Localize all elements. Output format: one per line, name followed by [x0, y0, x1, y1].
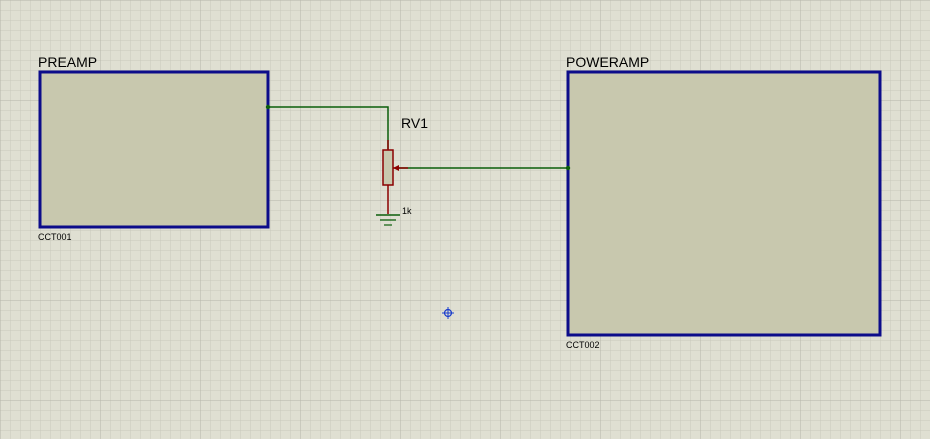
- preamp-block[interactable]: PREAMP CCT001: [38, 54, 270, 242]
- preamp-body[interactable]: [38, 70, 270, 229]
- poweramp-ref: CCT002: [566, 340, 600, 350]
- rv1-ref-label: RV1: [401, 115, 428, 131]
- junction-dot-poweramp: [565, 165, 571, 171]
- rv1-value-label: 1k: [402, 206, 412, 216]
- rv1-wiper-arrow-icon: [393, 165, 399, 171]
- poweramp-body[interactable]: [566, 70, 882, 337]
- potentiometer-rv1[interactable]: RV1 1k: [382, 115, 428, 216]
- poweramp-block[interactable]: POWERAMP CCT002: [566, 54, 882, 350]
- crosshair-cursor-icon: [442, 307, 454, 319]
- rv1-body[interactable]: [382, 149, 394, 186]
- preamp-title: PREAMP: [38, 54, 97, 70]
- poweramp-title: POWERAMP: [566, 54, 649, 70]
- ground-icon: [376, 214, 400, 226]
- junction-dot-preamp: [265, 104, 271, 110]
- wire-preamp-to-rv1[interactable]: [268, 106, 389, 149]
- preamp-ref: CCT001: [38, 232, 72, 242]
